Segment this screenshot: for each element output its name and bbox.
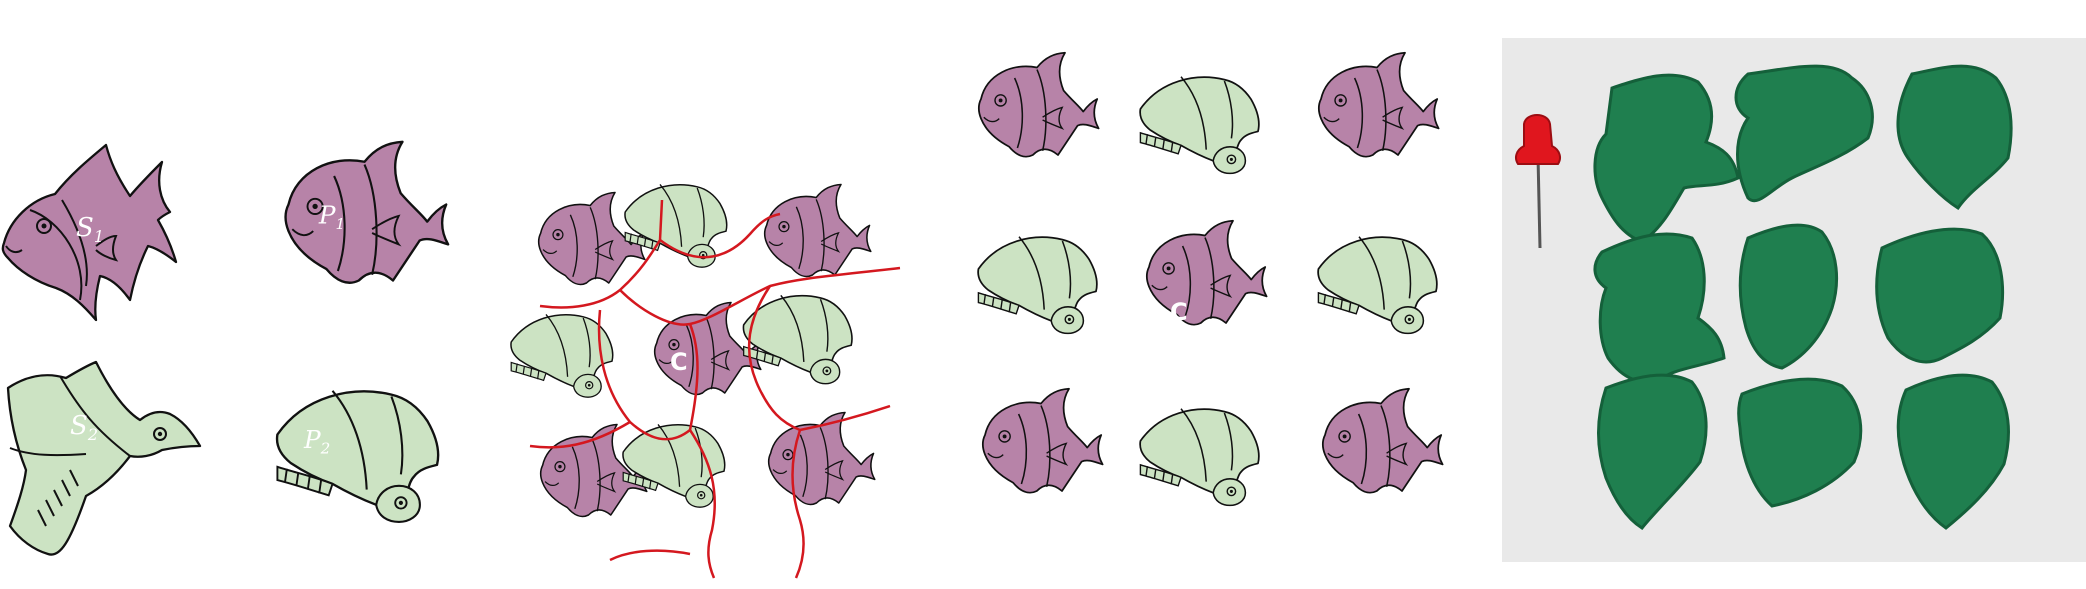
fish-tile-p1: P1: [284, 140, 450, 284]
label-p2: P2: [303, 425, 330, 458]
layout-bird-4: [1139, 407, 1260, 507]
layout-fish-1: [978, 51, 1100, 158]
layout-bird-2: [977, 235, 1098, 335]
layout-fish-center: [1146, 219, 1268, 326]
puzzle-piece-icon: [1593, 64, 2013, 530]
layout-bird-1: [1139, 75, 1260, 175]
tiling-bird-2: [510, 313, 614, 398]
cut-lines: [529, 199, 901, 579]
label-c-tiling: C: [670, 348, 688, 376]
label-c-layout: C: [1170, 298, 1188, 326]
layout-bird-3: [1317, 235, 1438, 335]
label-s1: S1: [76, 213, 104, 246]
panel-tiling: C: [500, 160, 910, 580]
panel-exploded: C: [960, 40, 1480, 589]
tiling-bird-3: [742, 294, 853, 385]
bird-tile-p2: P2: [275, 389, 440, 524]
tiling-fish-2: [763, 183, 872, 278]
panel-prototiles: P1 P2: [260, 0, 460, 589]
layout-fish-2: [1318, 51, 1440, 158]
bird-shape-s2: S2: [6, 360, 202, 556]
panel-free-shapes: S1 S2: [0, 0, 210, 589]
label-s2: S2: [70, 411, 98, 444]
pushpin-icon: [1515, 114, 1561, 249]
layout-fish-3: [982, 387, 1104, 494]
label-p1: P1: [318, 201, 345, 234]
layout-fish-4: [1322, 387, 1444, 494]
fish-shape-s1: S1: [1, 143, 178, 322]
photo-physical-pieces: [1502, 38, 2086, 562]
